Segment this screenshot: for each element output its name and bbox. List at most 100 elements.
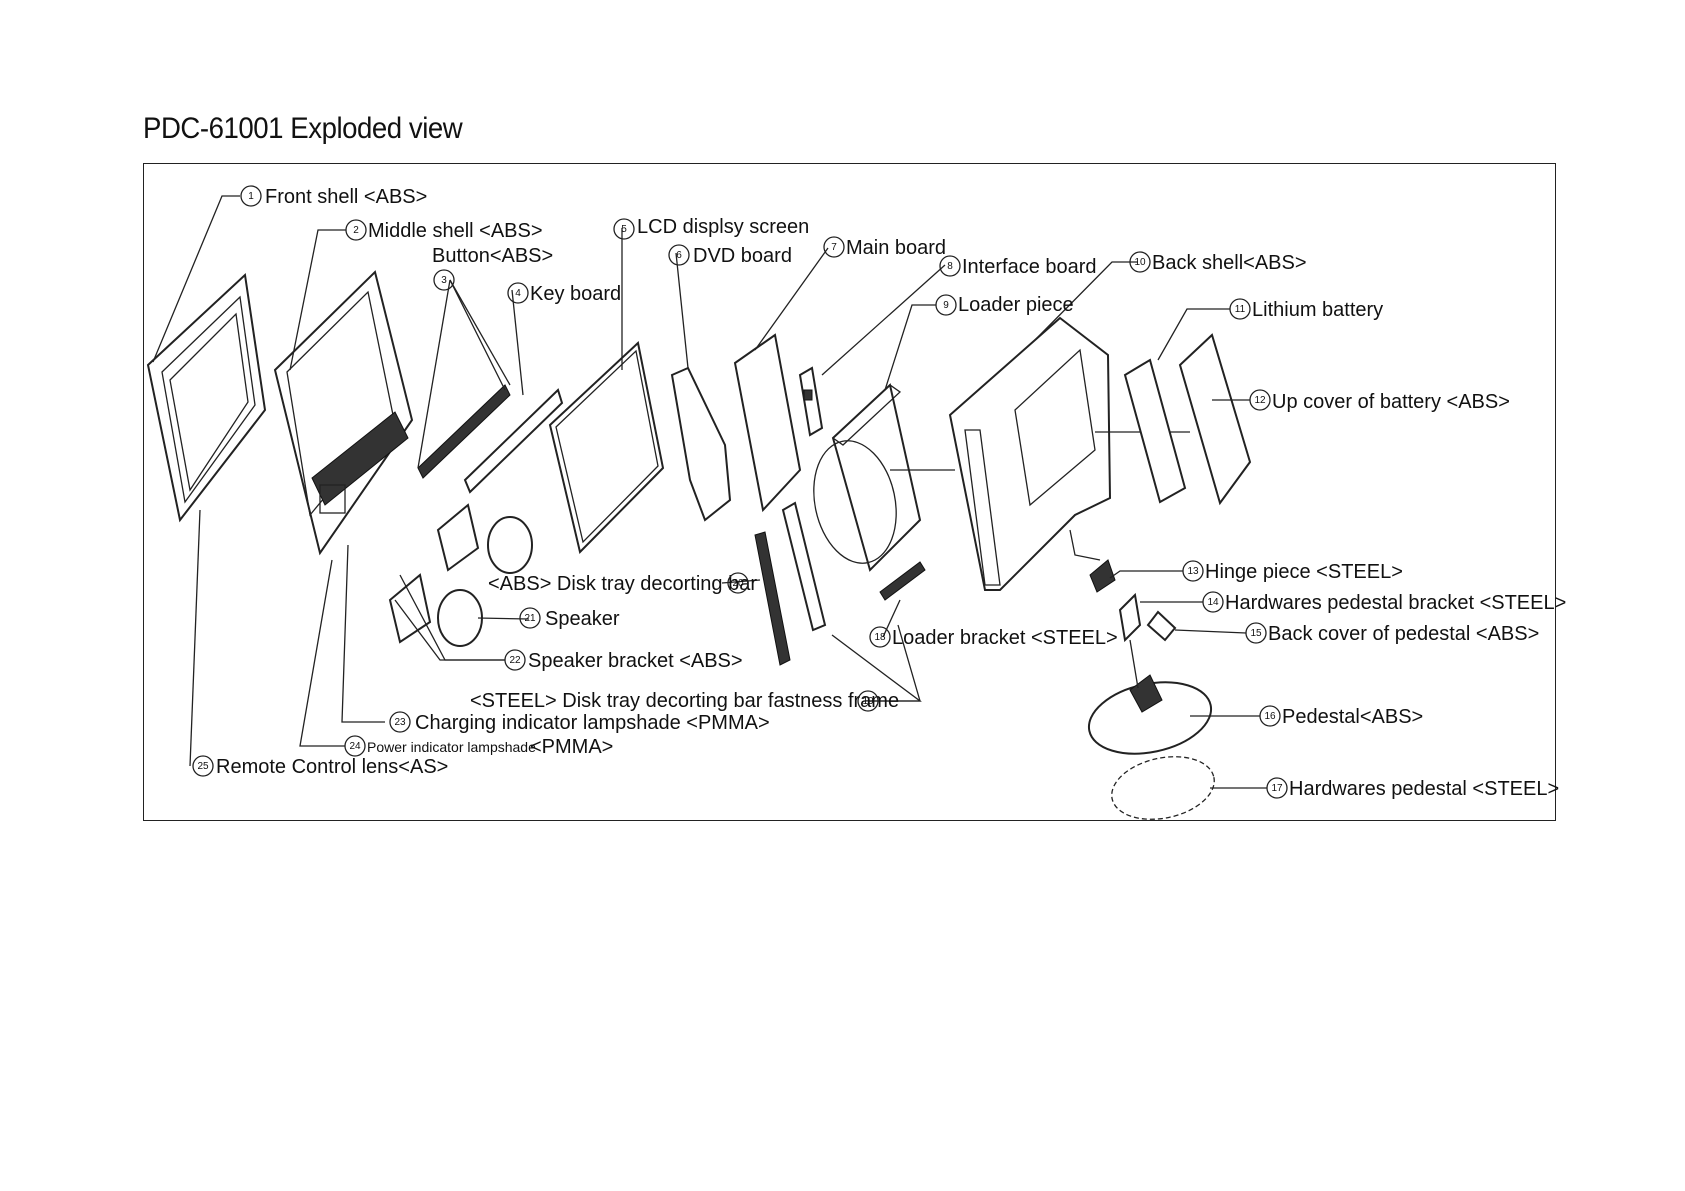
callout-12: 12 Up cover of battery <ABS> <box>1249 389 1510 413</box>
callout-label: Speaker <box>545 608 620 630</box>
callout-24: 24 Power indicator lampshade <PMMA> <box>344 735 613 758</box>
callout-number: 20 <box>732 578 744 589</box>
lithium-battery-part <box>1123 358 1187 504</box>
callout-label: Key board <box>530 283 621 305</box>
callout-number: 22 <box>509 655 521 666</box>
callout-label: Back shell<ABS> <box>1152 252 1307 274</box>
callout-number: 2 <box>353 225 359 236</box>
pedestal-part <box>1087 674 1213 755</box>
middle-shell-part <box>273 270 414 556</box>
callout-number: 1 <box>248 191 254 202</box>
speaker-part <box>388 503 533 647</box>
callout-label: <STEEL> Disk tray decorting bar fastness… <box>470 690 899 712</box>
callout-label: Front shell <ABS> <box>265 186 427 208</box>
diagram-title: PDC-61001 Exploded view <box>143 112 463 145</box>
callout-16: 16 Pedestal<ABS> <box>1259 705 1423 728</box>
callout-number: 25 <box>197 761 209 772</box>
callout-8: 8 Interface board <box>939 255 1097 278</box>
callout-label: Hinge piece <STEEL> <box>1205 561 1403 583</box>
callout-2: 2 Middle shell <ABS> <box>345 219 543 242</box>
callout-label: Main board <box>846 237 946 259</box>
hinge-piece-part <box>1089 559 1116 593</box>
callout-label: Loader bracket <STEEL> <box>892 627 1118 649</box>
callout-6: 6 DVD board <box>668 244 792 267</box>
callout-7: 7 Main board <box>823 236 946 259</box>
callout-10: 10 Back shell<ABS> <box>1129 251 1307 274</box>
callout-18: 18 Loader bracket <STEEL> <box>869 626 1118 649</box>
hardware-pedestal-part <box>1111 756 1215 820</box>
callout-label: DVD board <box>693 245 792 267</box>
callout-number: 18 <box>874 632 886 643</box>
callout-9: 9 Loader piece <box>935 294 1074 316</box>
callout-number: 24 <box>349 741 361 752</box>
pedestal-back-cover-part <box>1146 610 1177 642</box>
callout-label: Remote Control lens<AS> <box>216 756 448 778</box>
callout-label: Loader piece <box>958 294 1074 316</box>
disk-tray-bar-part <box>754 531 791 666</box>
loader-bracket-part <box>879 561 926 601</box>
callout-14: 14 Hardwares pedestal bracket <STEEL> <box>1202 591 1566 614</box>
callout-label: Hardwares pedestal <STEEL> <box>1289 778 1559 800</box>
front-shell-part <box>146 272 267 523</box>
callout-number: 11 <box>1235 304 1246 315</box>
callout-label: Pedestal<ABS> <box>1282 706 1423 728</box>
callout-25: 25 Remote Control lens<AS> <box>192 755 448 778</box>
dvd-board-part <box>670 366 732 522</box>
lcd-screen-part <box>548 341 665 554</box>
callout-number: 4 <box>515 288 521 299</box>
callout-number: 3 <box>441 275 447 286</box>
leader-lines <box>152 195 1267 789</box>
callout-number: 15 <box>1250 628 1262 639</box>
callout-label-suffix: <PMMA> <box>530 736 613 758</box>
callout-number: 10 <box>1134 257 1146 268</box>
callout-5: 5 LCD displsy screen <box>613 216 809 240</box>
callout-20: <ABS> Disk tray decorting bar 20 <box>488 572 757 595</box>
callout-number: 12 <box>1254 395 1266 406</box>
main-board-part <box>733 333 802 513</box>
loader-piece-part <box>813 383 955 572</box>
callout-23: 23 Charging indicator lampshade <PMMA> <box>389 711 770 734</box>
callout-13: 13 Hinge piece <STEEL> <box>1182 560 1403 583</box>
button-part <box>417 384 511 479</box>
callout-label: Button<ABS> <box>432 245 553 267</box>
callout-label: Hardwares pedestal bracket <STEEL> <box>1225 592 1566 614</box>
callout-22: 22 Speaker bracket <ABS> <box>504 649 743 672</box>
callout-number: 21 <box>524 613 536 624</box>
callout-4: 4 Key board <box>507 282 621 305</box>
callout-3: 3 Button<ABS> <box>432 245 553 291</box>
callout-number: 14 <box>1207 597 1219 608</box>
callout-label: Interface board <box>962 256 1097 278</box>
callout-number: 13 <box>1187 566 1199 577</box>
callout-19: <STEEL> Disk tray decorting bar fastness… <box>470 690 899 712</box>
callout-number: 16 <box>1264 711 1276 722</box>
callout-label: Power indicator lampshade <box>367 739 536 755</box>
callout-number: 19 <box>862 696 874 707</box>
callout-label: Speaker bracket <ABS> <box>528 650 743 672</box>
callout-11: 11 Lithium battery <box>1229 298 1383 321</box>
key-board-part <box>463 388 564 494</box>
interface-board-part <box>798 366 824 437</box>
callout-number: 17 <box>1271 783 1283 794</box>
callout-number: 8 <box>947 261 953 272</box>
callout-number: 23 <box>394 717 406 728</box>
pedestal-bracket-part <box>1118 592 1142 643</box>
callout-label: LCD displsy screen <box>637 216 809 238</box>
callout-17: 17 Hardwares pedestal <STEEL> <box>1266 777 1559 800</box>
callout-label: Middle shell <ABS> <box>368 220 543 242</box>
callout-21: 21 Speaker <box>519 607 620 630</box>
callout-number: 9 <box>943 300 949 311</box>
callout-number: 7 <box>831 242 837 253</box>
disk-tray-frame-part <box>781 501 827 632</box>
callout-label: Lithium battery <box>1252 299 1383 321</box>
callout-number: 5 <box>621 224 627 235</box>
battery-cover-part <box>1178 333 1252 506</box>
callout-1: 1 Front shell <ABS> <box>240 185 427 208</box>
callout-label: Back cover of pedestal <ABS> <box>1268 623 1539 645</box>
callout-label: <ABS> Disk tray decorting bar <box>488 573 757 595</box>
callout-number: 6 <box>676 250 682 261</box>
diagram-frame <box>143 163 1556 821</box>
callout-15: 15 Back cover of pedestal <ABS> <box>1245 622 1539 645</box>
callout-label: Charging indicator lampshade <PMMA> <box>415 712 770 734</box>
callout-label: Up cover of battery <ABS> <box>1272 391 1510 413</box>
